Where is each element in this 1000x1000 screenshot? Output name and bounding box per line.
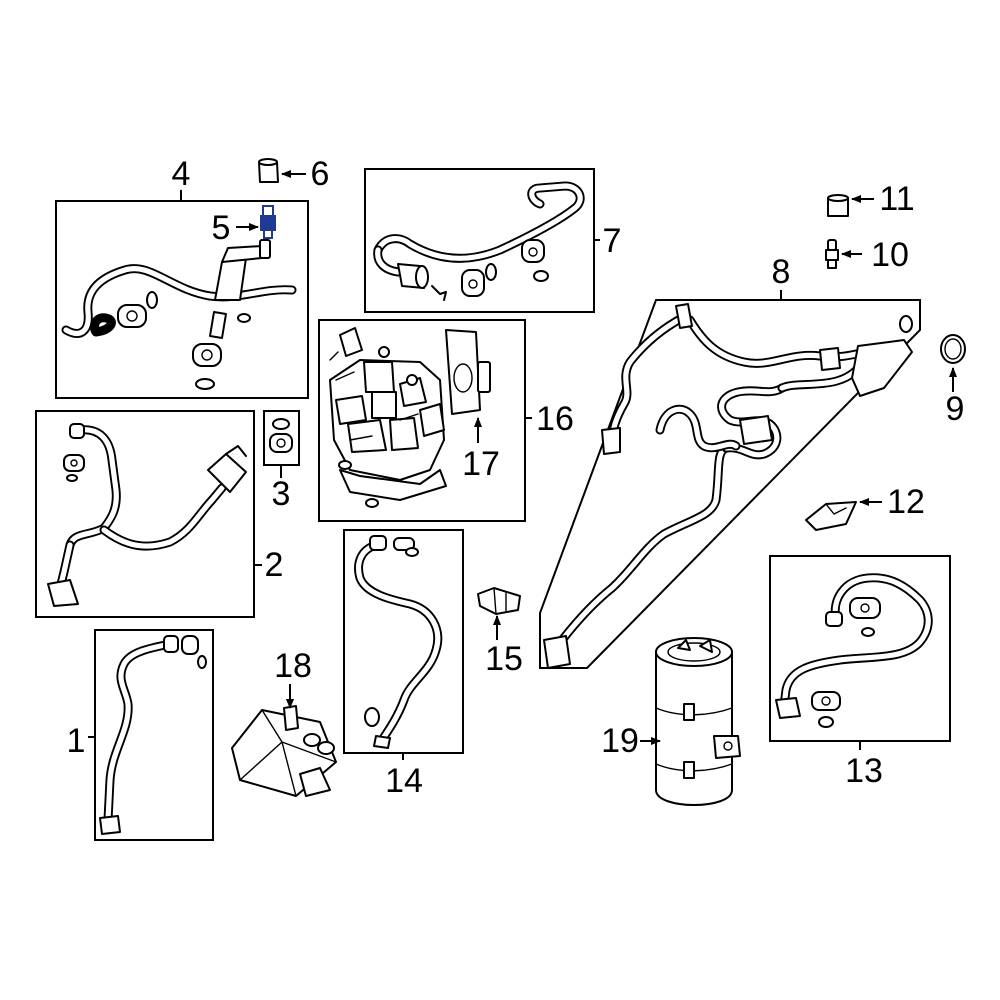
part-12[interactable] (805, 501, 857, 531)
callout-10: 10 (871, 236, 909, 274)
gasket-4[interactable] (117, 291, 251, 390)
part-group-3 (263, 410, 300, 478)
hose-4[interactable] (61, 239, 297, 339)
part-group-8 (539, 290, 921, 669)
line-14[interactable] (354, 535, 443, 749)
callout-19: 19 (601, 722, 639, 760)
hose-13[interactable] (775, 573, 933, 719)
callout-3: 3 (272, 475, 291, 513)
frame-8 (539, 299, 921, 669)
seals-14[interactable] (364, 537, 419, 727)
line-7[interactable] (373, 181, 585, 301)
part-15[interactable] (477, 587, 521, 615)
frame-2 (35, 410, 255, 618)
part-group-7 (364, 168, 600, 313)
line-assembly-8[interactable] (543, 303, 913, 669)
callout-16: 16 (536, 400, 574, 438)
callout-4: 4 (172, 155, 191, 193)
part-group-13 (769, 555, 951, 750)
hose-2[interactable] (47, 423, 247, 607)
seals-7[interactable] (461, 239, 549, 297)
callout-1: 1 (67, 722, 86, 760)
callout-12: 12 (887, 483, 925, 521)
gasket-3[interactable] (269, 418, 293, 453)
part-11[interactable] (827, 194, 849, 217)
callout-labels: 1 2 3 4 5 6 7 8 9 10 11 12 13 14 15 16 1… (67, 155, 965, 800)
part-group-14 (343, 529, 464, 760)
callout-17: 17 (462, 445, 500, 483)
callout-15: 15 (485, 640, 523, 678)
callout-7: 7 (603, 222, 622, 260)
callout-13: 13 (845, 752, 883, 790)
callout-11: 11 (879, 180, 914, 218)
part-9[interactable] (940, 334, 966, 364)
part-group-4 (55, 190, 309, 399)
line-1[interactable] (99, 635, 179, 835)
callout-9: 9 (946, 390, 965, 428)
callout-18: 18 (274, 647, 312, 685)
part-group-1 (88, 629, 214, 841)
seals-13[interactable] (811, 597, 881, 728)
seals-2[interactable] (63, 454, 85, 482)
seals-1[interactable] (181, 635, 207, 669)
part-group-16 (318, 319, 532, 522)
callout-2: 2 (265, 546, 284, 584)
frame-1 (94, 629, 214, 841)
callout-6: 6 (311, 155, 330, 193)
part-6[interactable] (258, 158, 279, 183)
callout-14: 14 (385, 762, 423, 800)
part-19[interactable] (655, 637, 741, 806)
callout-8: 8 (772, 253, 791, 291)
frame-16 (318, 319, 526, 522)
part-10[interactable] (825, 239, 839, 269)
gasket-17[interactable] (445, 329, 491, 415)
part-18[interactable] (231, 705, 337, 797)
part-5[interactable] (260, 205, 276, 239)
part-group-2 (35, 410, 262, 618)
callout-5: 5 (212, 209, 231, 247)
valve-block-16[interactable] (329, 327, 447, 508)
